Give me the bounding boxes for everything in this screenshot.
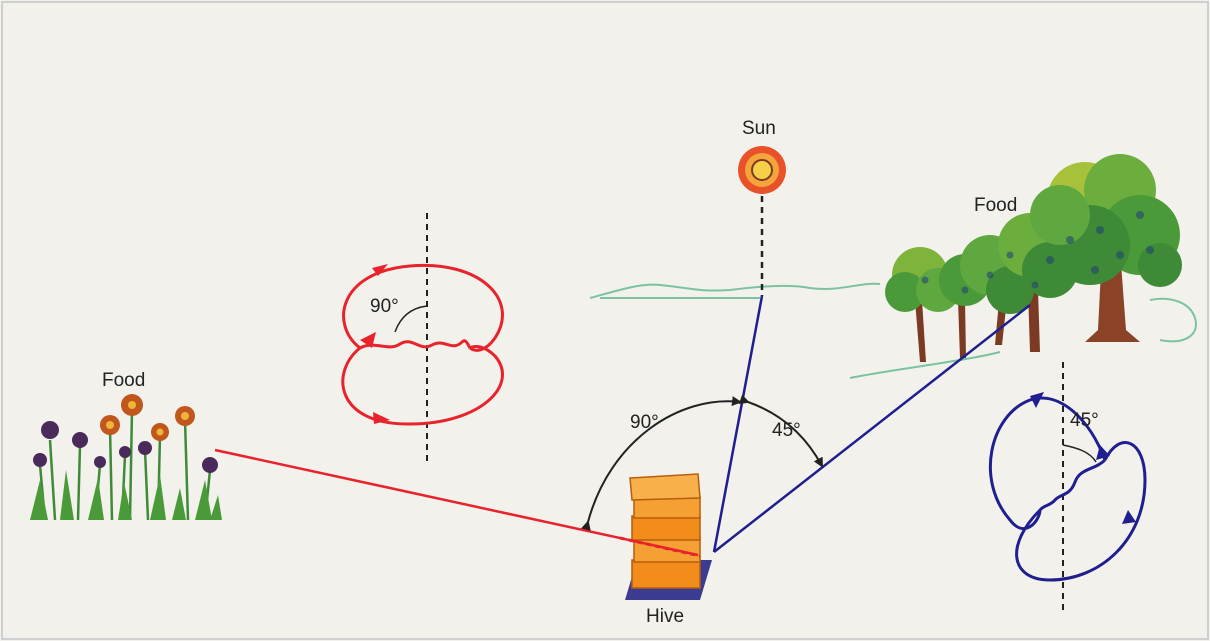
left-food-path xyxy=(214,448,699,557)
flowers-icon xyxy=(30,394,222,521)
waggle-dance-right xyxy=(988,362,1147,612)
sun-label: Sun xyxy=(742,118,776,139)
angle-arc-90 xyxy=(581,396,742,532)
right-food-path xyxy=(713,304,1031,553)
sun-bearing-line xyxy=(712,295,764,553)
food-right-label: Food xyxy=(974,195,1018,216)
angle-90-label: 90° xyxy=(630,412,659,433)
dance-left-angle-label: 90° xyxy=(370,296,399,317)
left-path-dashed-segment xyxy=(619,536,701,558)
hills-outline xyxy=(589,282,1197,379)
waggle-dance-left xyxy=(341,213,504,462)
sun-icon xyxy=(738,146,786,194)
dance-right-angle-label: 45° xyxy=(1070,410,1099,431)
angle-45-label: 45° xyxy=(772,420,801,441)
angle-arc-45 xyxy=(738,394,823,468)
hive-label: Hive xyxy=(646,606,685,627)
beehive-icon xyxy=(625,473,712,600)
food-left-label: Food xyxy=(102,370,146,391)
trees-icon xyxy=(885,154,1182,362)
